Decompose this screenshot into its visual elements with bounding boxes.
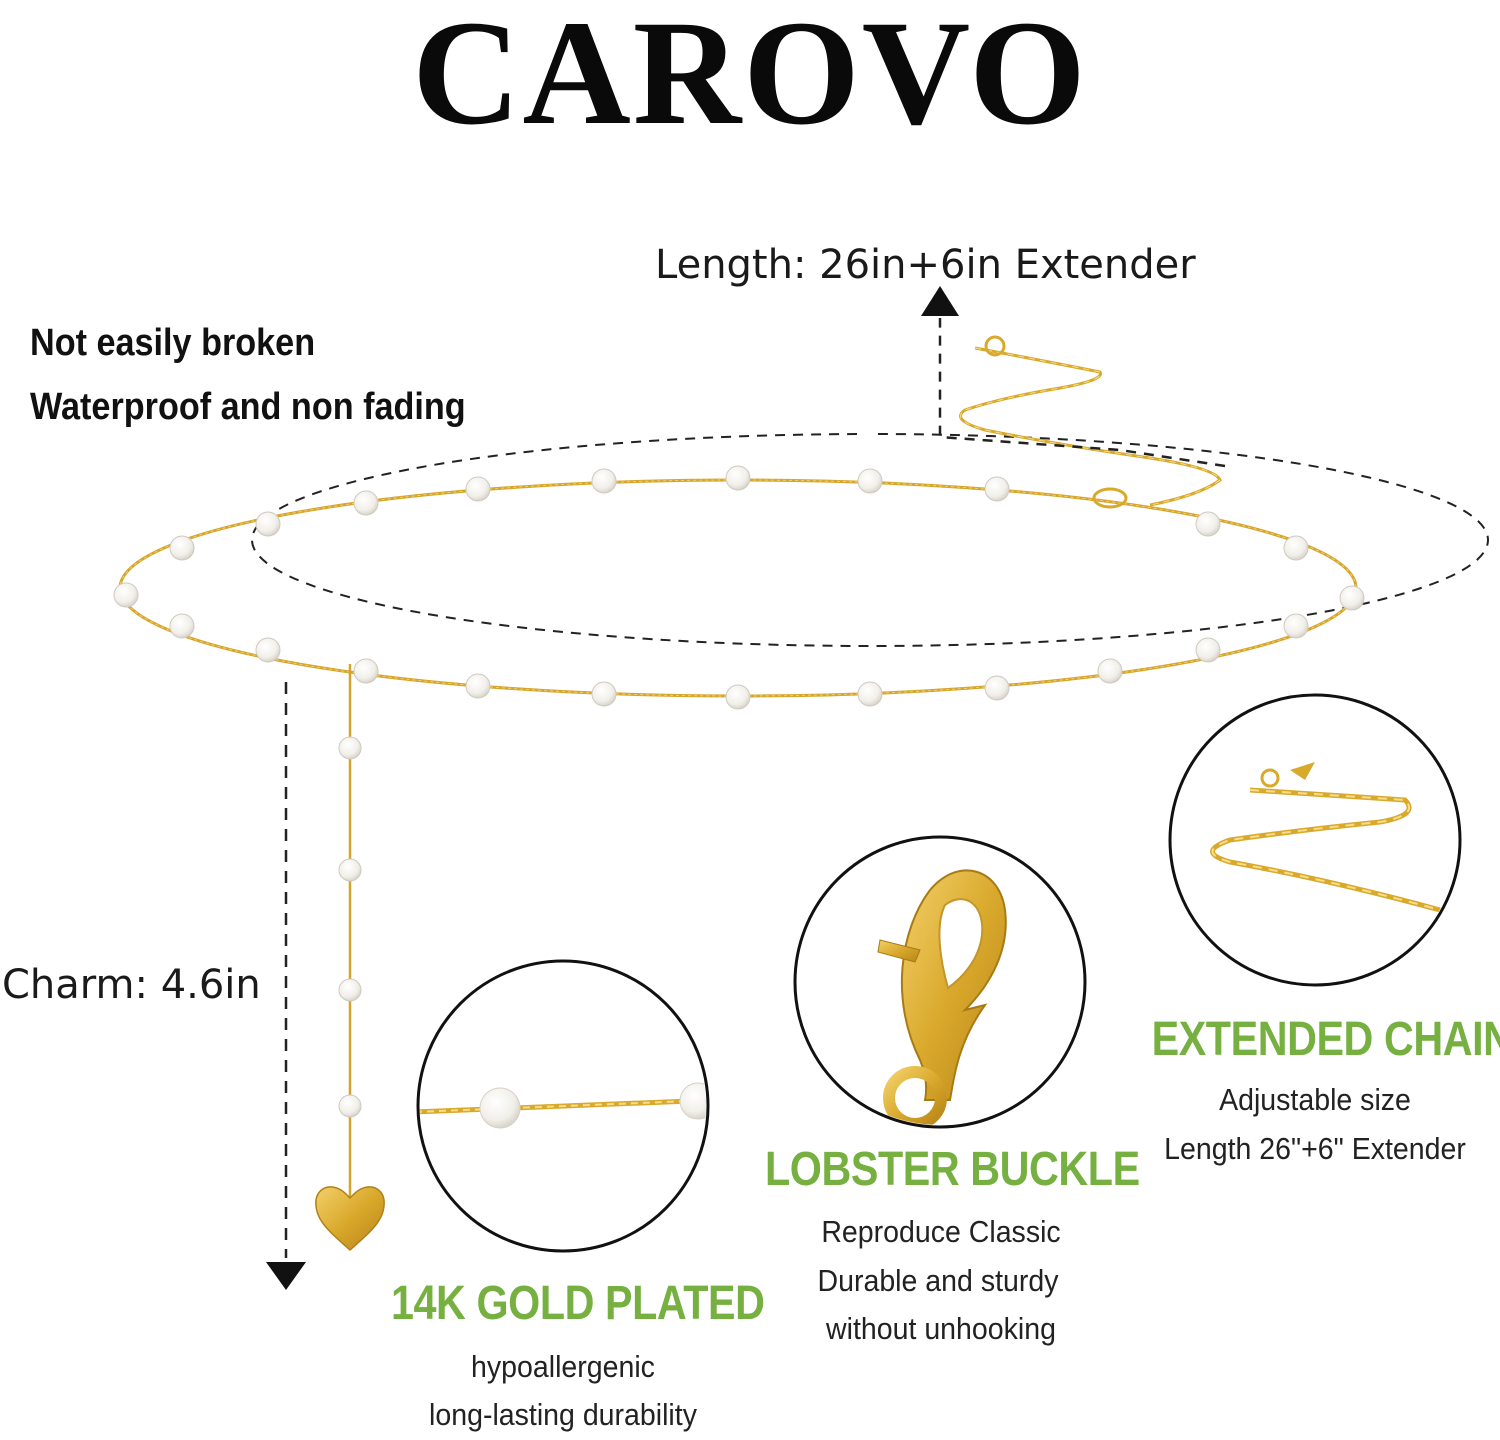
dashed-ellipse-outline: [251, 433, 1489, 647]
gold-chain-detail-circle: [416, 959, 710, 1253]
extended-chain-detail-circle: [1168, 693, 1462, 987]
feature-waterproof: Waterproof and non fading: [30, 386, 466, 428]
length-label: Length: 26in+6in Extender: [655, 242, 1196, 288]
charm-pearls: [338, 736, 362, 1118]
lobster-buckle-title: LOBSTER BUCKLE: [765, 1143, 1140, 1196]
gold-plated-line-2: long-lasting durability: [429, 1397, 697, 1432]
lobster-buckle-line-3: without unhooking: [826, 1311, 1056, 1346]
extender-chain: [959, 335, 1222, 509]
extended-chain-line-1: Adjustable size: [1219, 1082, 1411, 1117]
extended-chain-title: EXTENDED CHAIN: [1151, 1013, 1500, 1066]
gold-plated-title: 14K GOLD PLATED: [391, 1277, 765, 1330]
pearl-beads: [113, 465, 1365, 710]
lobster-buckle-line-1: Reproduce Classic: [821, 1214, 1061, 1249]
feature-not-easily-broken: Not easily broken: [30, 322, 316, 364]
lobster-buckle-line-2: Durable and sturdy: [817, 1263, 1059, 1298]
waist-chain: [118, 478, 1358, 698]
charm-length-label: Charm: 4.6in: [2, 962, 261, 1008]
length-dashed-line: [938, 318, 1226, 468]
extended-chain-line-2: Length 26"+6" Extender: [1164, 1131, 1466, 1166]
charm-arrow-icon: [266, 1262, 306, 1290]
gold-plated-line-1: hypoallergenic: [471, 1349, 655, 1384]
heart-charm-icon: [315, 1186, 385, 1252]
lobster-buckle-detail-circle: [793, 835, 1087, 1129]
brand-logo: CAROVO: [412, 0, 1088, 156]
length-arrow-icon: [921, 286, 959, 316]
